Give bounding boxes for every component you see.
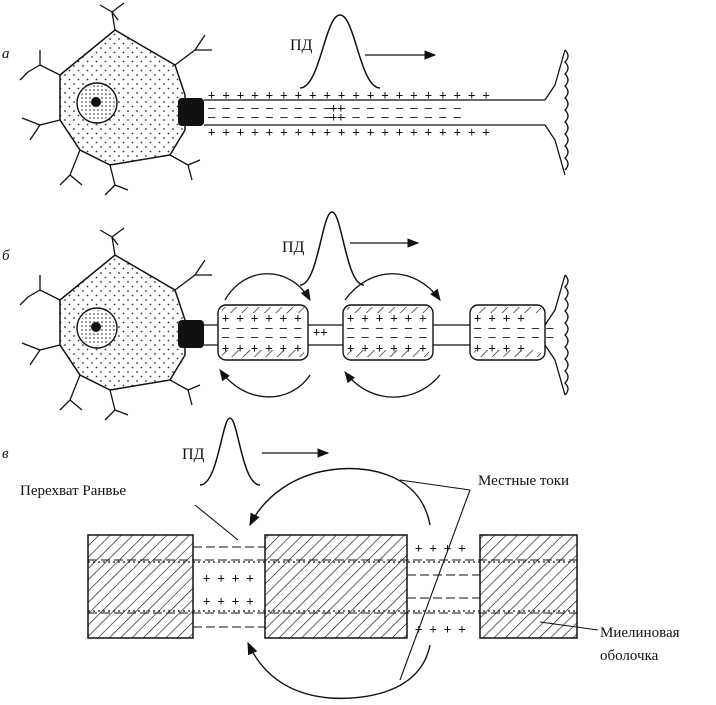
node-c1-plus-2: + + + + [203,594,254,608]
myelin-segment-b1 [217,304,309,361]
action-potential-b: ПД [282,211,420,286]
panel-a: а + + + + + + + + + + + + + + + + + + + … [2,2,569,196]
axon-hillock-b [178,320,204,348]
axon-a: + + + + + + + + + + + + + + + + + + + + … [204,88,545,139]
axon-terminal-b [544,274,569,396]
myelinated-axon-c: + + + + + + + + + + + + + + + + [87,534,578,639]
axon-a-plus-bottom: + + + + + + + + + + + + + + + + + + + + [208,125,490,139]
dendrites-b [19,227,212,421]
seg-b2-minus-1: — — — — — — [347,321,427,335]
axon-a-plus-top: + + + + + + + + + + + + + + + + + + + + [208,88,490,102]
seg-b2-minus-2: — — — — — — [347,330,427,344]
myelin-block-c1 [87,534,194,639]
seg-b2-plus-bottom: + + + + + + [347,341,426,355]
local-currents-label: Местные токи [478,473,569,489]
myelin-segment-b3 [469,304,546,361]
local-current-arrows-b [219,273,441,398]
seg-b2-plus-top: + + + + + + [347,311,426,325]
axon-terminal-a [544,49,569,176]
dendrites-a [19,2,212,196]
seg-b3-plus-bottom: + + + + [474,341,525,355]
myelin-sheath-label-2: оболочка [600,648,659,664]
panel-b: б [2,211,569,421]
axon-a-double-plus-1: ++ [330,101,344,115]
myelin-sheath-label-1: Миелиновая [600,625,680,641]
axon-b: + + + + + + — — — — — — — — — — — — + + … [204,304,554,361]
myelin-sheath-pointer [539,621,599,631]
pd-label-b: ПД [282,239,305,256]
myelin-block-c3 [479,534,578,639]
node-c1-plus-1: + + + + [203,571,254,585]
local-currents-pointers [399,479,471,681]
axon-a-minus-1: — — — — — — — — — — — — — — — — — — [208,101,462,115]
pd-label-c: ПД [182,446,205,463]
action-potential-c: ПД [182,417,330,486]
axon-a-double-plus-2: ++ [330,110,344,124]
panel-a-letter: а [2,46,10,62]
panel-c-letter: в [2,446,9,462]
ranvier-node-pointer [194,504,239,541]
node-b1-double-plus: ++ [313,325,327,339]
myelin-segment-b2 [342,304,434,361]
axon-hillock-a [178,98,204,126]
node-c2-plus-bottom: + + + + [415,622,466,636]
seg-b1-minus-1: — — — — — — [222,321,302,335]
myelin-block-c2 [264,534,408,639]
node-c2-plus-top: + + + + [415,541,466,555]
panel-c: в ПД + + + + + + + + + + [2,417,680,700]
local-current-arrows-c [247,467,431,700]
action-potential-a: ПД [290,14,437,89]
axon-a-minus-2: — — — — — — — — — — — — — — — — — — [208,110,462,124]
neuron-body-a [19,2,212,196]
seg-b1-plus-top: + + + + + + [222,311,301,325]
seg-b3-plus-top: + + + + [474,311,525,325]
seg-b3-minus-2: — — — — — — [474,330,554,344]
seg-b1-plus-bottom: + + + + + + [222,341,301,355]
ranvier-node-label: Перехват Ранвье [20,483,126,499]
neuron-body-b [19,227,212,421]
pd-label-a: ПД [290,37,313,54]
seg-b3-minus-1: — — — — — — [474,321,554,335]
seg-b1-minus-2: — — — — — — [222,330,302,344]
panel-b-letter: б [2,248,10,264]
